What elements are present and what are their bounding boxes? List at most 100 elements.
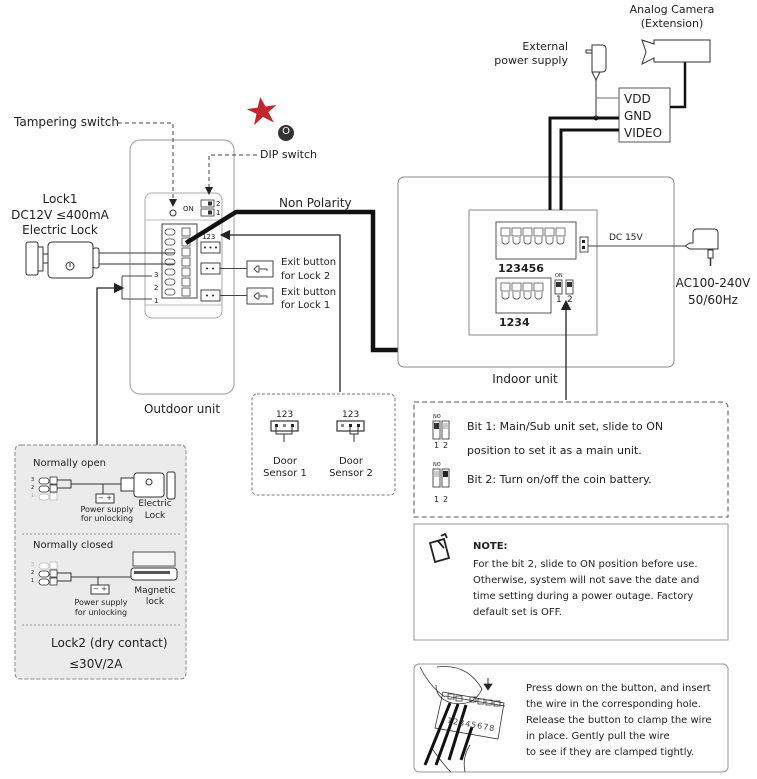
exit-button-2-connector[interactable] (200, 262, 221, 275)
electric-lock-label-2: Lock (144, 511, 166, 521)
marker-badge-letter: O (282, 126, 290, 137)
lock1-body-icon (47, 241, 94, 279)
outdoor-unit-label: Outdoor unit (143, 402, 221, 416)
door-sensor-1-line1: Door (272, 456, 298, 467)
nc-pin-3: 3 (31, 562, 35, 568)
adapter-voltage: AC100-240V (675, 276, 751, 290)
normally-closed-label: Normally closed (33, 540, 114, 551)
tampering-pointer (118, 122, 177, 207)
lock2-rating: ≤30V/2A (69, 657, 123, 671)
dc-15v-label: DC 15V (609, 233, 643, 243)
lock2-title: Lock2 (dry contact) (51, 636, 168, 650)
indoor-dip-number-1: 1 (556, 295, 562, 305)
external-power-label-1: External (522, 40, 568, 53)
nc-pin-1: 1 (31, 578, 35, 584)
bit2-number-1: 1 (434, 495, 440, 504)
lock1-title: Lock1 (42, 192, 78, 206)
wiring-tip-line-5: to see if they are clamped tightly. (526, 747, 695, 758)
pin-3-label: 3 (154, 271, 159, 279)
nc-pin-2: 2 (31, 570, 35, 576)
door-sensor-2-pins: 123 (342, 410, 360, 420)
normally-open-label: Normally open (33, 458, 107, 469)
outdoor-on-label: ON (183, 205, 194, 213)
tamper-switch-icon[interactable] (169, 209, 177, 217)
exit-button-2-line2: for Lock 2 (281, 271, 331, 282)
marker-badge (278, 125, 294, 141)
no-power-supply-2: for unlocking (80, 514, 134, 523)
no-pin-1: 1 (31, 493, 35, 499)
pin-1-label: 1 (154, 297, 159, 305)
external-power-label-2: power supply (494, 54, 568, 67)
dc-socket[interactable] (579, 236, 589, 253)
outdoor-dip-1[interactable] (200, 208, 215, 217)
external-power-icon (591, 44, 607, 73)
indoor-dip-number-2: 2 (567, 295, 573, 305)
door-sensor-1-pins: 123 (276, 410, 294, 420)
bit1-on-tag: NO (433, 414, 441, 420)
bit1-number-1: 1 (434, 441, 440, 450)
connector-pin-label: 123 (202, 233, 216, 241)
tampering-switch-label: Tampering switch (14, 115, 119, 129)
no-power-supply-1: Power supply (80, 505, 134, 514)
magnetic-lock-label-1: Magnetic (134, 586, 176, 596)
bit2-text: Bit 2: Turn on/off the coin battery. (467, 473, 652, 486)
wiring-tip-box (413, 663, 729, 773)
ac-adapter-icon (684, 228, 719, 250)
wiring-tip-line-4: in place. Gently pull the wire (526, 731, 670, 742)
lock2-panel (14, 444, 187, 680)
door-sensor-2-line1: Door (338, 456, 364, 467)
indoor-terminals-4 (500, 282, 544, 300)
wiring-tip-line-3: Release the button to clamp the wire (526, 715, 712, 726)
dip-knob (208, 201, 212, 206)
indoor-terminal-6-label: 123456 (498, 262, 544, 275)
bits-info-box (413, 401, 729, 518)
door-sensor-line (219, 229, 341, 392)
note-title: NOTE: (473, 541, 508, 552)
nc-minus-plus: − + (93, 585, 107, 593)
camera-terminal-block (618, 87, 671, 143)
magnetic-lock-label-2: lock (145, 597, 165, 607)
lock2-feed-line (96, 282, 125, 445)
dip-switch-label: DIP switch (260, 148, 317, 161)
non-polarity-label: Non Polarity (279, 196, 352, 210)
camera-title: Analog Camera (629, 3, 715, 16)
door-sensor-1-line2: Sensor 1 (263, 468, 307, 479)
lock1-rating: DC12V ≤400mA (11, 208, 109, 222)
note-text: For the bit 2, slide to ON position befo… (473, 559, 700, 618)
no-minus-plus: − + (98, 494, 112, 502)
exit-button-1-line1: Exit button (281, 287, 337, 298)
exit-button-2-line1: Exit button (281, 257, 337, 268)
note-box (413, 523, 729, 641)
exit-button-1-line2: for Lock 1 (281, 300, 331, 311)
wiring-tip-line-1: Press down on the button, and insert (526, 683, 711, 694)
nc-power-supply-1: Power supply (74, 598, 128, 607)
analog-camera-icon (641, 39, 711, 65)
pin-2-label: 2 (154, 284, 159, 292)
outdoor-dip-2[interactable] (200, 199, 215, 208)
outdoor-dip-number-2: 2 (216, 200, 221, 208)
indoor-unit-label: Indoor unit (492, 372, 558, 386)
bit1-number-2: 2 (443, 441, 449, 450)
camera-subtitle: (Extension) (640, 17, 704, 30)
note-pin-icon (428, 532, 451, 564)
lock2-nc-terminals (38, 561, 58, 586)
outdoor-dip-number-1: 1 (216, 209, 221, 217)
indoor-dip-on-label: ON (555, 273, 563, 279)
bit1-line1: Bit 1: Main/Sub unit set, slide to ON (467, 420, 664, 433)
door-sensor-box (251, 393, 396, 496)
gnd-label: GND (624, 109, 652, 123)
no-pin-2: 2 (31, 485, 35, 491)
no-pin-3: 3 (31, 477, 35, 483)
star-marker-icon (246, 97, 277, 126)
inserted-wires (423, 702, 474, 766)
dip-knob (208, 210, 212, 215)
lock1-plate (25, 241, 39, 276)
lock2-no-terminals (38, 476, 58, 501)
door-sensor-2-line2: Sensor 2 (329, 468, 373, 479)
bit2-on-tag: NO (433, 462, 441, 468)
video-label: VIDEO (624, 126, 663, 140)
exit-button-1-connector[interactable] (200, 289, 221, 302)
magnetic-lock-icon (130, 551, 178, 581)
lock1-type: Electric Lock (22, 223, 98, 237)
